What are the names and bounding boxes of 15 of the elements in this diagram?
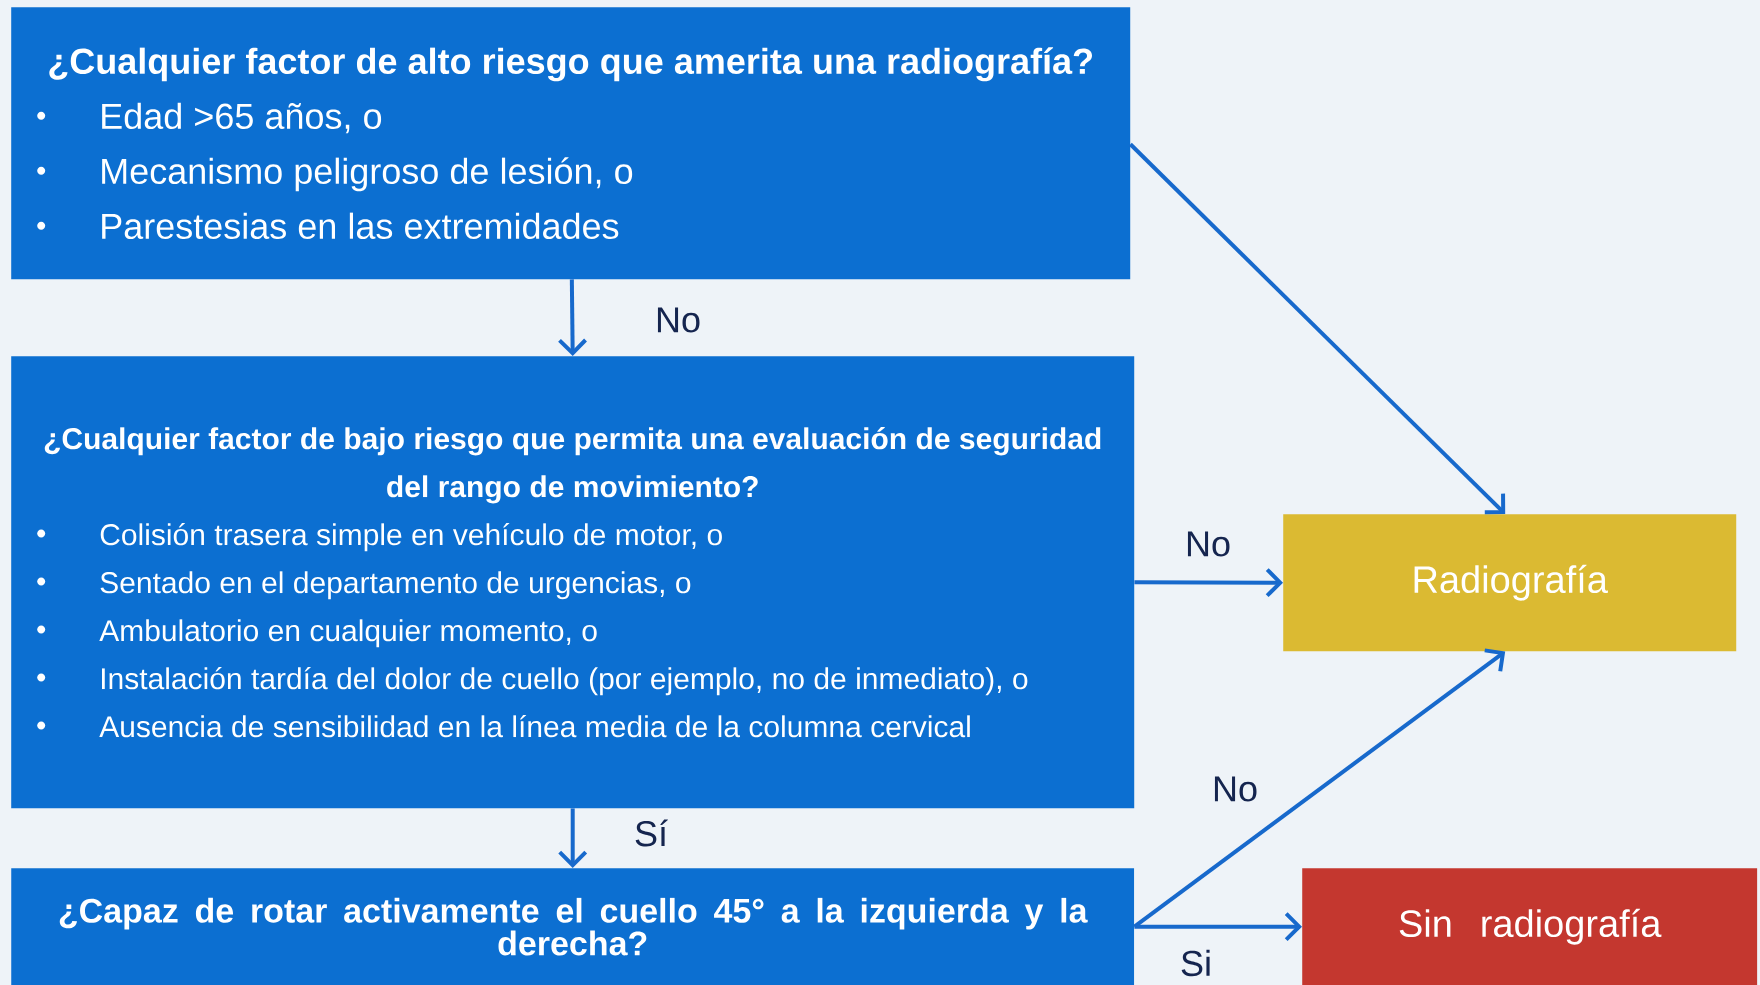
question-box: ¿Cualquier factor de bajo riesgo que permita una evaluación de seguridad del rango de movimiento? Colisión trasera simple en vehículo de motor, o Sentado en el departamento de urgencias, o Ambulatorio en cualquier momento, o Instalación tardía del dolor de cuello (por ejemplo, no de inmediato), o Ausencia de sensibilidad en la línea media de la columna cervical: [11, 356, 1135, 809]
result-box: Sin radiografía: [1302, 868, 1758, 985]
arrow: [1134, 568, 1283, 598]
arrow: [1129, 142, 1506, 515]
edge-label: No: [1183, 529, 1234, 559]
edge-label: Si: [1178, 947, 1214, 979]
question-box: ¿Capaz de rotar activamente el cuello 45° a la izquierda y la derecha?: [11, 868, 1135, 985]
edge-label: Sí: [632, 817, 670, 849]
question-box: ¿Cualquier factor de alto riesgo que amerita una radiografía? Edad >65 años, o Mecanismo peligroso de lesión, o Parestesias en las extremidades: [11, 7, 1131, 280]
arrow: [1134, 912, 1302, 942]
edge-label: No: [1210, 774, 1261, 804]
edge-label: No: [653, 305, 703, 335]
arrow: [558, 279, 587, 356]
result-box: Radiografía: [1283, 514, 1737, 652]
arrow: [558, 808, 588, 868]
